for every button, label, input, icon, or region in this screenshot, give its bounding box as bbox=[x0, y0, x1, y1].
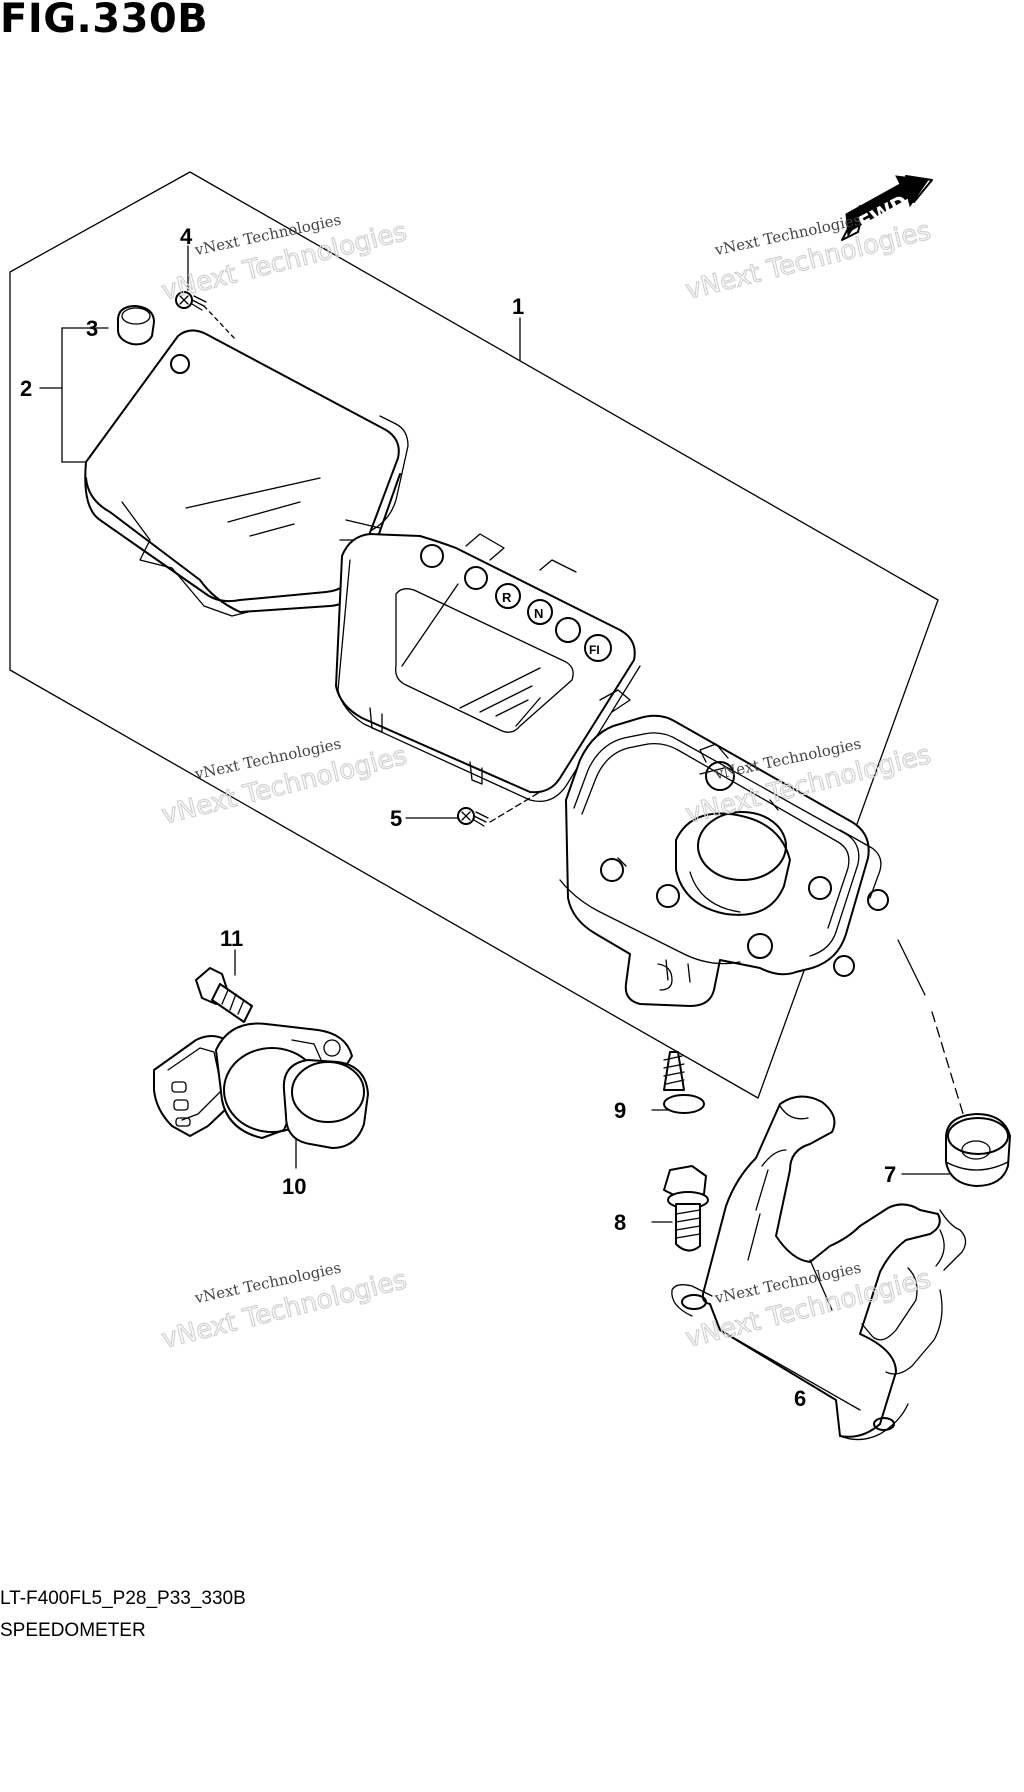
part-label-6: 6 bbox=[794, 1386, 806, 1411]
figure-title: FIG.330B bbox=[0, 0, 209, 42]
part-label-7: 7 bbox=[884, 1162, 896, 1187]
part-label-8: 8 bbox=[614, 1210, 626, 1235]
watermark-mid-left: vNext Technologies vNext Technologies bbox=[158, 735, 410, 832]
indicator-fi: FI bbox=[589, 643, 600, 657]
part-label-10: 10 bbox=[282, 1174, 306, 1199]
knob bbox=[117, 305, 155, 346]
meter-housing bbox=[559, 714, 889, 1007]
part-label-5: 5 bbox=[390, 806, 402, 831]
grommet bbox=[945, 1113, 1011, 1187]
indicator-r: R bbox=[502, 590, 512, 605]
part-label-2: 2 bbox=[20, 376, 32, 401]
figure-code: LT-F400FL5_P28_P33_330B bbox=[0, 1588, 246, 1609]
meter-display-unit: R N FI bbox=[335, 533, 641, 803]
part-label-11: 11 bbox=[220, 926, 243, 951]
watermark-top-right: vNext Technologies vNext Technologies bbox=[682, 211, 934, 307]
part-number-labels: 1 2 3 4 5 6 7 8 9 10 11 bbox=[20, 224, 896, 1411]
part-label-1: 1 bbox=[512, 294, 524, 319]
indicator-n: N bbox=[534, 606, 543, 621]
part-label-4: 4 bbox=[180, 224, 193, 249]
figure-name: SPEEDOMETER bbox=[0, 1620, 146, 1641]
small-screw-5 bbox=[457, 807, 489, 827]
watermark-bottom-left: vNext Technologies vNext Technologies bbox=[158, 1259, 410, 1356]
speed-sensor bbox=[153, 1022, 369, 1149]
leader-lines bbox=[39, 245, 969, 1381]
mounting-bracket bbox=[671, 1095, 967, 1441]
bracket-bolt bbox=[663, 1165, 709, 1252]
watermark-top-left: vNext Technologies vNext Technologies bbox=[158, 211, 410, 308]
part-label-9: 9 bbox=[614, 1098, 626, 1123]
tapping-screw bbox=[663, 1051, 705, 1114]
small-screw-4 bbox=[175, 291, 237, 341]
sensor-bolt bbox=[195, 967, 253, 1023]
part-label-3: 3 bbox=[86, 316, 98, 341]
